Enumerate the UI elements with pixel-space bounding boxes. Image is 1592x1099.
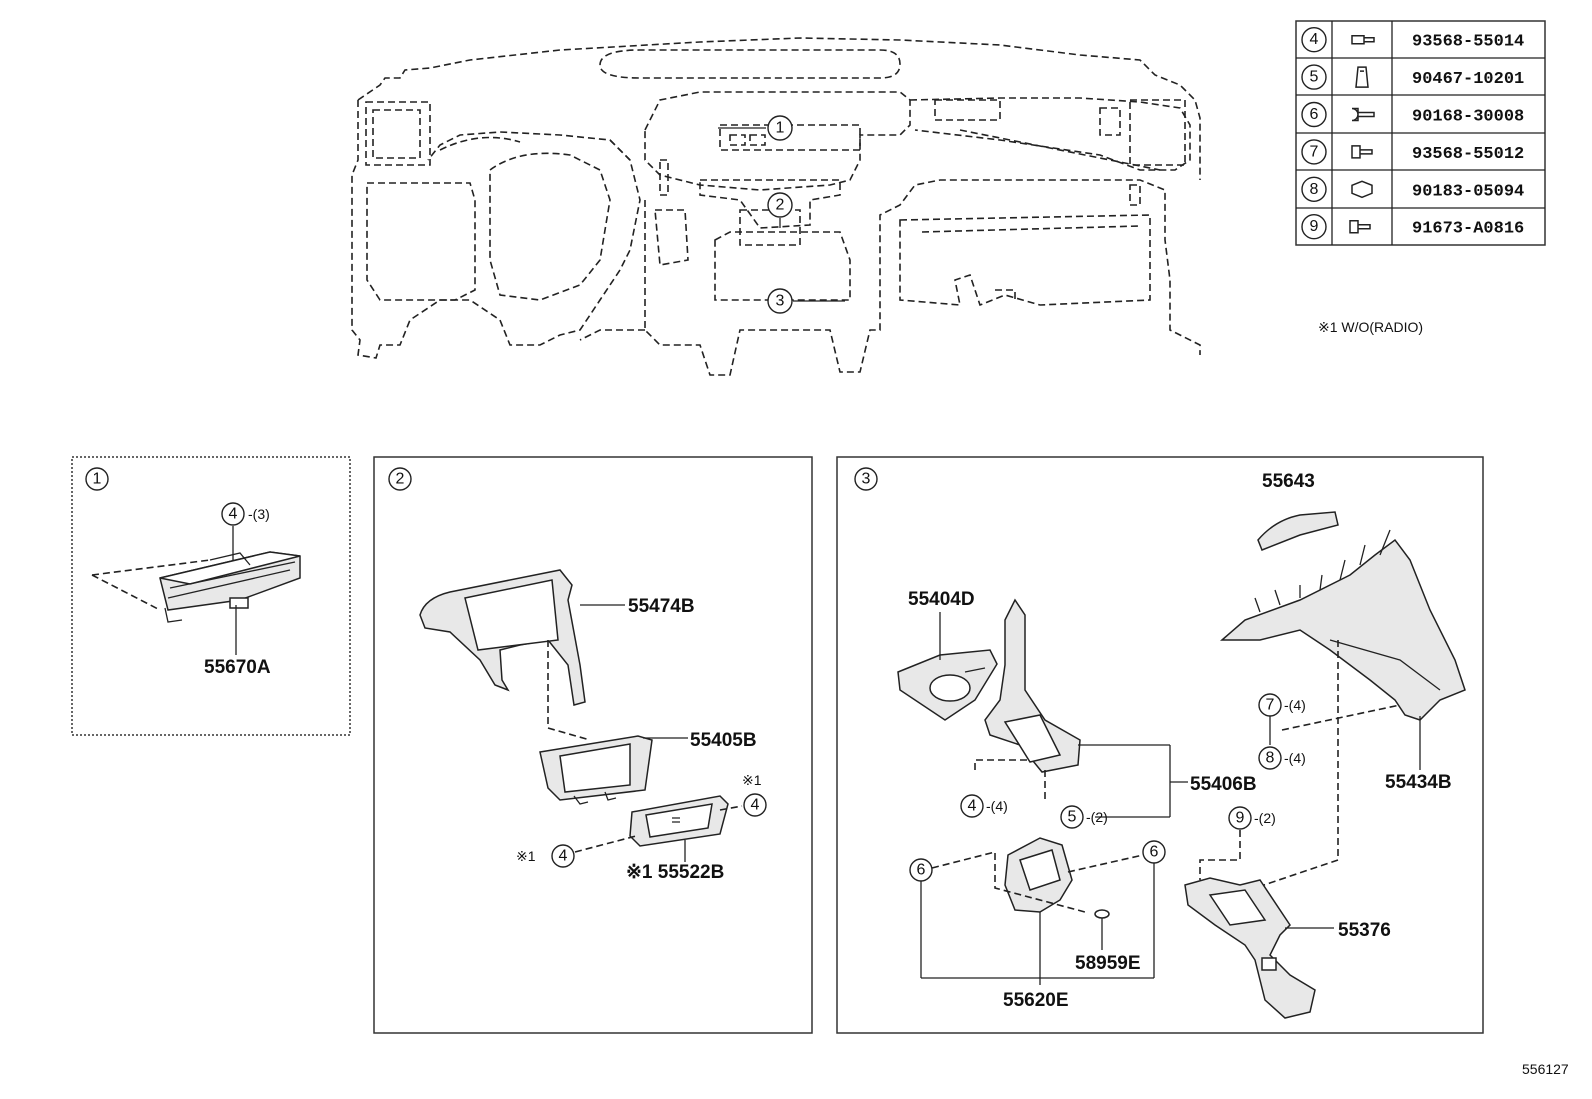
fastener-table <box>1295 20 1546 246</box>
panel-3-c5-qty: -(2) <box>1086 809 1108 825</box>
table-ref: 4 <box>1310 31 1319 48</box>
panel-1-fastener-qty: -(3) <box>248 506 270 522</box>
hex-bolt-icon <box>1349 219 1371 234</box>
part-55376-shape <box>1184 877 1316 1019</box>
part-55434b-label: 55434B <box>1385 772 1452 793</box>
table-ref: 6 <box>1310 106 1319 123</box>
panel-3-c9: 9 <box>1236 810 1245 827</box>
table-ref-circle <box>1301 64 1327 90</box>
table-ref-circle <box>1301 176 1327 203</box>
panel-3-c8: 8 <box>1266 750 1275 767</box>
table-ref: 5 <box>1310 69 1319 86</box>
part-55405b-label: 55405B <box>690 730 757 751</box>
panel-3-c4-qty: -(4) <box>986 798 1008 814</box>
table-part-number: 93568-55014 <box>1412 33 1524 52</box>
panel-3-c4: 4 <box>968 798 977 815</box>
part-55474b-label: 55474B <box>628 596 695 617</box>
part-55522b-shape <box>629 795 729 847</box>
table-ref: 7 <box>1310 143 1319 160</box>
panel-1-fastener-ref: 4 <box>229 506 238 523</box>
panel-3-c6-left: 6 <box>917 862 926 879</box>
table-part-number: 90168-30008 <box>1412 108 1524 127</box>
part-55434b-shape <box>1219 529 1466 721</box>
figure-id: 556127 <box>1522 1061 1569 1077</box>
part-55670a-shape <box>159 551 301 623</box>
table-part-number: 90467-10201 <box>1412 70 1524 89</box>
panel-2-fastener-right: 4 <box>751 797 760 814</box>
panel-3-ref: 3 <box>862 471 871 488</box>
table-ref-circle <box>1301 27 1327 53</box>
dashboard-overview <box>351 37 1201 376</box>
bolt-icon <box>1351 145 1373 159</box>
table-ref-circle <box>1301 101 1327 128</box>
part-55522b-label: ※1 55522B <box>626 862 724 883</box>
panel-2-ref: 2 <box>396 471 405 488</box>
part-55404d-label: 55404D <box>908 589 975 610</box>
panel-3-c7-qty: -(4) <box>1284 697 1306 713</box>
table-part-number: 93568-55012 <box>1412 145 1524 164</box>
part-55404d-shape <box>897 649 998 721</box>
panel-1-ref: 1 <box>93 471 102 488</box>
panel-2: 2 55474B 55405B 4 ※1 4 ※1 <box>373 456 813 1034</box>
panel-3-c9-qty: -(2) <box>1254 810 1276 826</box>
part-58959e-label: 58959E <box>1075 953 1141 974</box>
table-ref-circle <box>1301 139 1327 165</box>
part-58959e-shape <box>1094 909 1110 932</box>
overview-callout-3-label: 3 <box>776 293 785 310</box>
panel-2-fastener-left: 4 <box>559 848 568 865</box>
overview-callout-2-label: 2 <box>776 197 785 214</box>
clip-icon <box>1355 66 1369 88</box>
note-without-radio: ※1 W/O(RADIO) <box>1318 319 1423 335</box>
panel-3-c8-qty: -(4) <box>1284 750 1306 766</box>
table-ref: 9 <box>1310 218 1319 235</box>
panel-2-mark-left: ※1 <box>516 848 536 864</box>
overview-callout-1-label: 1 <box>776 120 785 137</box>
table-part-number: 91673-A0816 <box>1412 220 1524 239</box>
overview-callout-3: 3 <box>767 288 845 314</box>
part-55376-label: 55376 <box>1338 920 1391 941</box>
table-ref-circle <box>1301 213 1327 240</box>
part-55670a-label: 55670A <box>204 657 271 678</box>
panel-1: 1 4 -(3) 55670A <box>71 456 351 736</box>
panel-3-c6-right: 6 <box>1150 844 1159 861</box>
part-55474b-shape <box>419 569 586 706</box>
flange-bolt-icon <box>1351 34 1375 45</box>
part-55405b-shape <box>539 735 653 805</box>
part-55620e-shape <box>1004 837 1073 913</box>
overview-callout-2: 2 <box>767 192 793 228</box>
overview-callout-1: 1 <box>718 115 793 141</box>
table-ref: 8 <box>1310 181 1319 198</box>
panel-2-mark-right: ※1 <box>742 772 762 788</box>
part-55643-shape <box>1257 511 1339 551</box>
part-55643-label: 55643 <box>1262 471 1315 492</box>
panel-3-c7: 7 <box>1266 697 1275 714</box>
part-55620e-label: 55620E <box>1003 990 1069 1011</box>
part-55406b-shape <box>984 598 1081 773</box>
panel-3-c5: 5 <box>1068 809 1077 826</box>
nut-clip-icon <box>1351 180 1373 199</box>
panel-3: 3 55643 55434B 7 -(4) 8 -(4) 55404D <box>836 456 1484 1034</box>
part-55406b-label: 55406B <box>1190 774 1257 795</box>
table-part-number: 90183-05094 <box>1412 182 1524 201</box>
screw-icon <box>1351 107 1375 122</box>
